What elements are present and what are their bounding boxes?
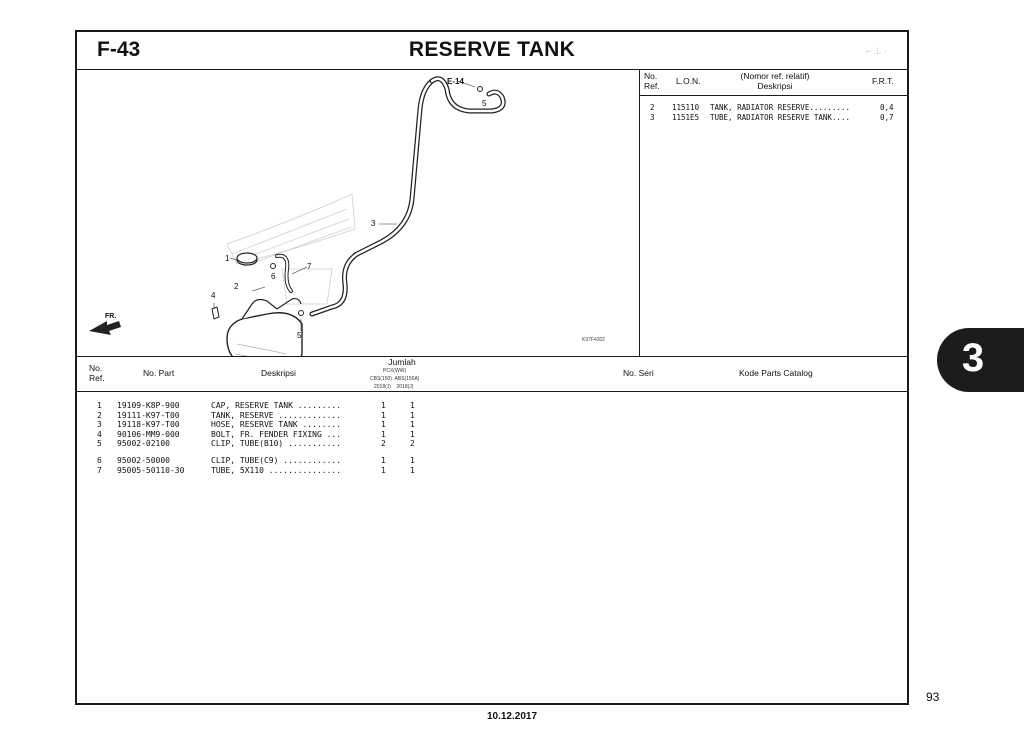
th-deskripsi: Deskripsi: [261, 368, 296, 378]
row-qty-cbs: 1: [381, 456, 386, 465]
row-description: HOSE, RESERVE TANK ........: [211, 420, 342, 429]
row-qty-abs: 2: [410, 439, 415, 448]
row-qty-cbs: 1: [381, 401, 386, 410]
callout-1: 1: [225, 254, 230, 263]
rp-header-lon: L.O.N.: [676, 76, 701, 86]
row-part-number: 95002-50000: [117, 456, 170, 465]
row-ref: 6: [97, 456, 102, 465]
front-arrow: [89, 321, 121, 335]
row-part-number: 90106-MM9-000: [117, 429, 180, 439]
row-part-number: 19118-K97-T00: [117, 420, 180, 429]
callout-6: 6: [271, 272, 276, 281]
th-kode-parts-catalog: Kode Parts Catalog: [739, 368, 813, 378]
rp-row-lon: 1151E5: [672, 113, 700, 122]
callout-5-bottom: 5: [297, 331, 302, 340]
row-qty-abs: 1: [410, 401, 415, 410]
row-description: CAP, RESERVE TANK .........: [211, 401, 342, 410]
row-description: TUBE, 5X110 ...............: [211, 465, 342, 475]
row-ref: 4: [97, 429, 102, 439]
diagram-drawing: [89, 76, 506, 356]
row-ref: 1: [97, 401, 102, 410]
row-qty-abs: 1: [410, 456, 415, 465]
page-header: F-43 RESERVE TANK ⌐ ⊥ ·: [77, 32, 907, 70]
callout-5-top: 5: [482, 99, 487, 108]
exploded-diagram: E-14 5 3 1 6 7 2 4 5 FR. K97F4302: [77, 69, 640, 356]
row-qty-abs: 1: [410, 410, 415, 420]
figure-number: F-43: [97, 38, 141, 61]
row-qty-abs: 1: [410, 420, 415, 429]
faint-stamp: ⌐ ⊥ ·: [865, 46, 887, 56]
row-part-number: 95002-02100: [117, 439, 170, 448]
th-variants: CBS(150) ABS(150A): [370, 376, 420, 382]
section-tab: 3: [937, 328, 1024, 392]
th-no-ref: No. Ref.: [89, 363, 105, 383]
row-qty-cbs: 1: [381, 420, 386, 429]
th-jumlah: Jumlah: [388, 357, 416, 367]
catalog-page-frame: F-43 RESERVE TANK ⌐ ⊥ ·: [75, 30, 909, 705]
section-tab-number: 3: [961, 336, 985, 380]
row-description: CLIP, TUBE(C9) ............: [211, 456, 342, 465]
labor-time-panel: No. Ref. L.O.N. (Nomor ref. relatif) Des…: [640, 69, 907, 356]
row-description: BOLT, FR. FENDER FIXING ...: [211, 429, 342, 439]
callout-2: 2: [234, 282, 239, 291]
th-no-part: No. Part: [143, 368, 175, 378]
row-ref: 3: [97, 420, 102, 429]
th-years: 2018(J) 2018(J): [374, 384, 414, 390]
rp-row-frt: 0,7: [880, 113, 894, 122]
row-ref: 2: [97, 410, 102, 420]
callout-7: 7: [307, 262, 312, 271]
th-no-seri: No. Seri: [623, 368, 654, 378]
row-description: CLIP, TUBE(B10) ...........: [211, 439, 342, 448]
row-qty-cbs: 1: [381, 465, 386, 475]
rp-row-desc: TANK, RADIATOR RESERVE.........: [710, 103, 850, 112]
row-qty-cbs: 1: [381, 410, 386, 420]
page-title: RESERVE TANK: [408, 38, 576, 61]
hose-3: [309, 78, 435, 317]
row-ref: 5: [97, 439, 102, 448]
row-qty-abs: 1: [410, 465, 415, 475]
front-label: FR.: [105, 313, 117, 320]
th-model: PCX(WW): [383, 368, 407, 374]
page-number: 93: [926, 690, 940, 704]
rp-header-frt: F.R.T.: [872, 76, 894, 86]
row-description: TANK, RESERVE .............: [211, 410, 342, 420]
row-ref: 7: [97, 465, 102, 475]
rp-divider: [640, 95, 907, 96]
rp-row-ref: 2: [650, 103, 655, 112]
rp-row-frt: 0,4: [880, 103, 894, 112]
rp-row-ref: 3: [650, 113, 655, 122]
diagram-code: K97F4302: [582, 337, 606, 343]
callout-4: 4: [211, 291, 216, 300]
row-part-number: 19109-K8P-900: [117, 401, 180, 410]
callout-3: 3: [371, 219, 376, 228]
rp-row-lon: 115110: [672, 103, 700, 112]
publication-date: 10.12.2017: [486, 711, 538, 722]
rp-row-desc: TUBE, RADIATOR RESERVE TANK....: [710, 113, 850, 122]
rp-header-no-ref: No. Ref.: [644, 71, 660, 91]
row-part-number: 95005-50110-30: [117, 465, 185, 475]
row-qty-cbs: 1: [381, 429, 386, 439]
callout-e14: E-14: [447, 77, 464, 86]
row-part-number: 19111-K97-T00: [117, 410, 180, 420]
parts-table-header: No. Ref. No. Part Deskripsi Jumlah PCX(W…: [77, 356, 907, 392]
row-qty-abs: 1: [410, 429, 415, 439]
tube-7-top: [429, 76, 506, 114]
wing-logo-watermark: [226, 193, 356, 305]
reserve-tank: [226, 312, 303, 356]
rp-header-desc: (Nomor ref. relatif) Deskripsi: [740, 71, 810, 91]
row-qty-cbs: 2: [381, 439, 386, 448]
